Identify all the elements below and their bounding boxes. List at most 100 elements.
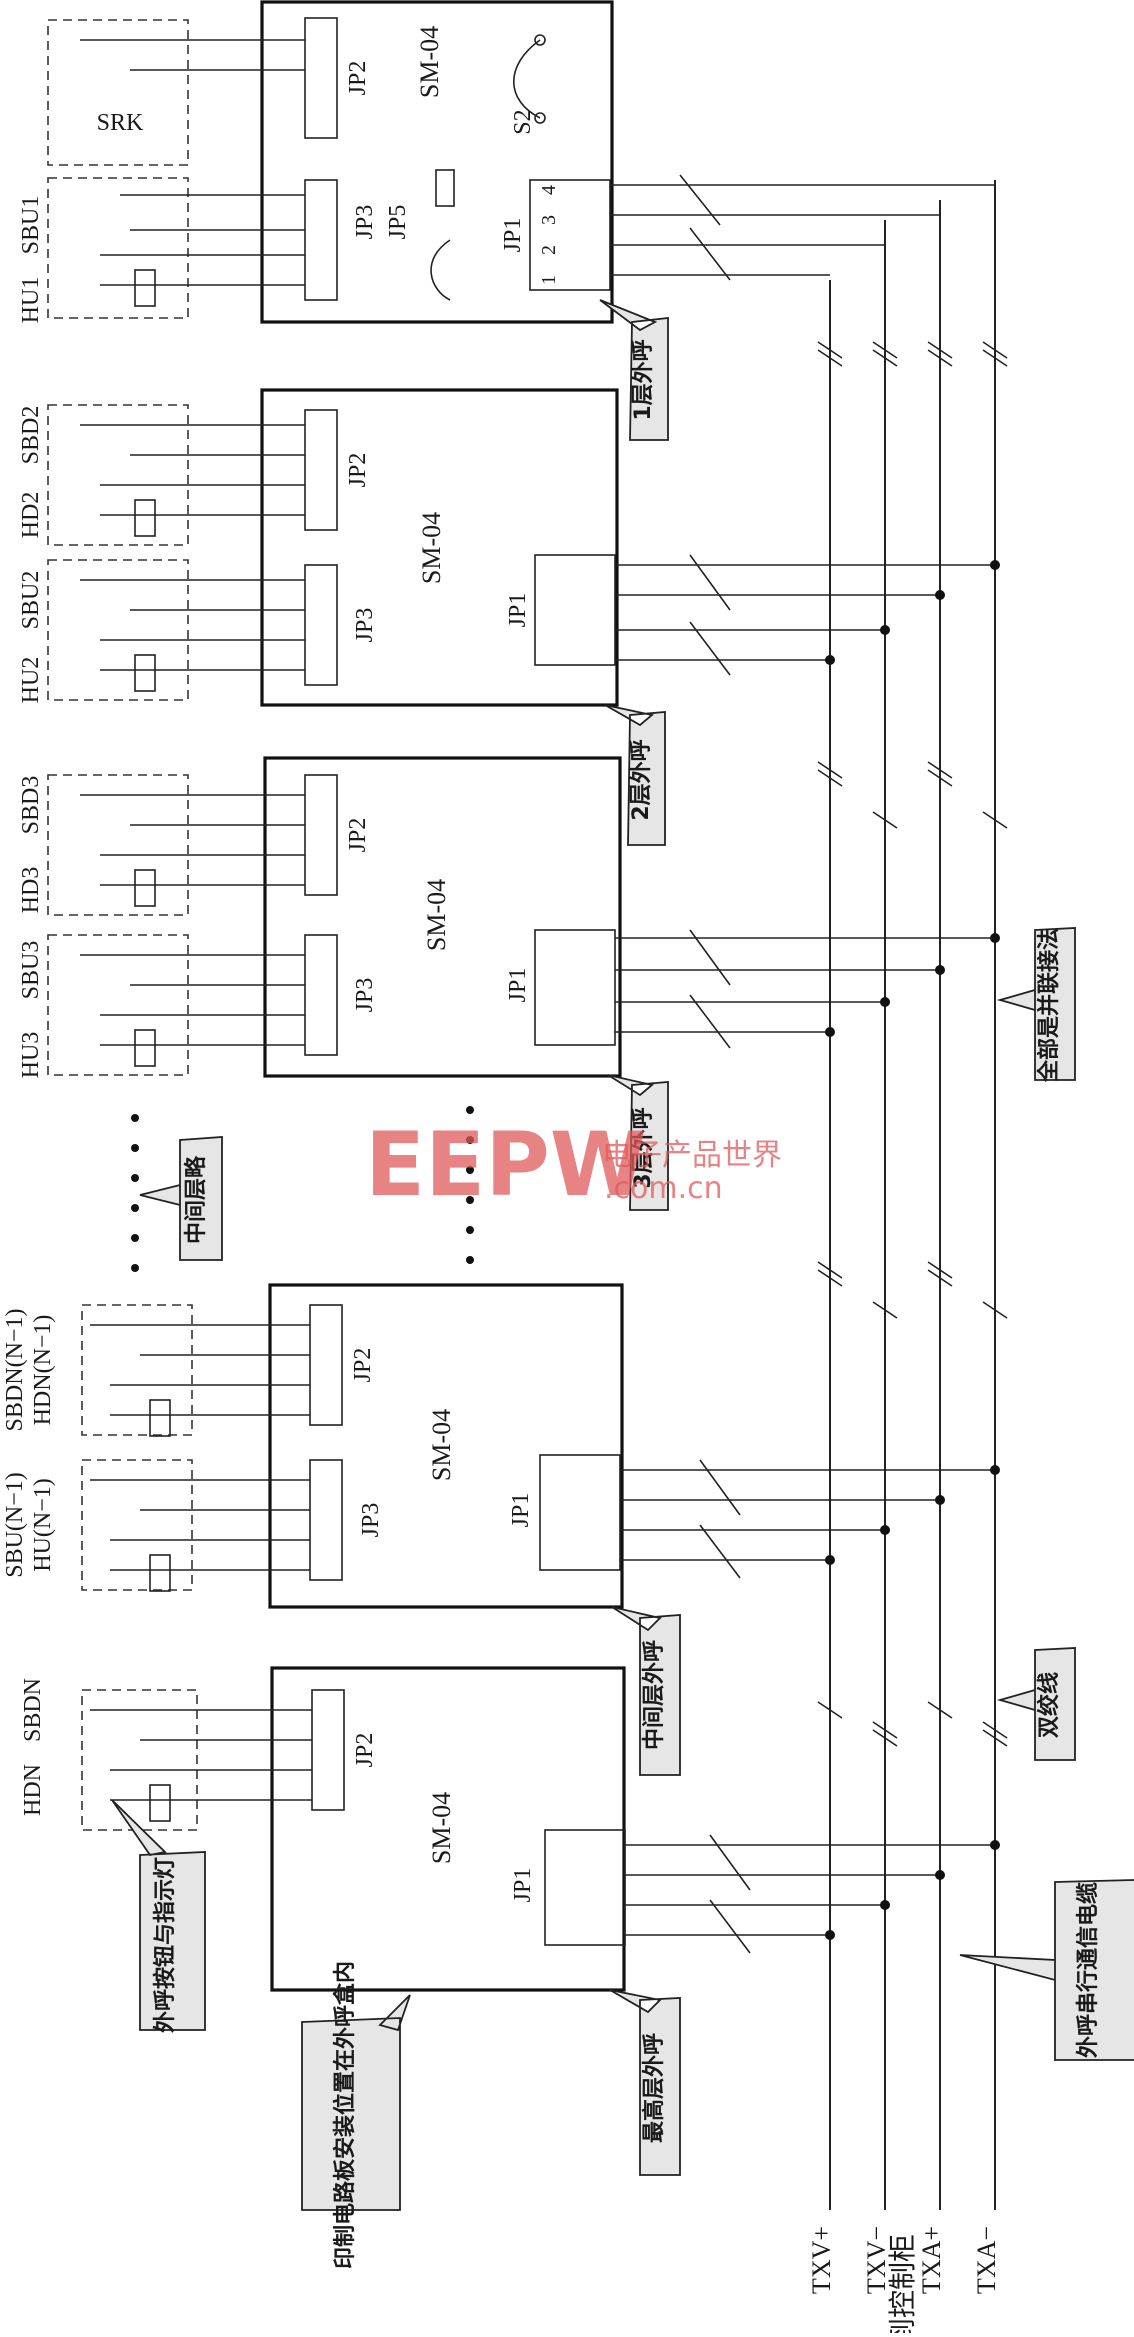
board-3-jp1-label: JP1 (505, 968, 531, 1003)
board-3-jp2-label: JP2 (345, 818, 371, 853)
board-3-lamp-b-label: HU3 (18, 1032, 44, 1079)
board-1-device-box (47, 177, 189, 319)
pcb-location-note: 印制电路板安装位置在外呼盒内 (301, 1961, 411, 2269)
board-5-button-label: SBDN (20, 1678, 46, 1742)
middle-floors-note: 中间层略 (183, 1155, 209, 1244)
board-5-lamp-label: HDN (20, 1764, 46, 1816)
board-floor-2: SM-04 JP2 JP3 JP1 HD2 SBD2 HU2 SBU2 (18, 388, 1000, 846)
ellipsis-dot (466, 1106, 474, 1114)
watermark-tagline: 电子产品世界 (602, 1138, 782, 1173)
callout-bubble (599, 299, 669, 441)
callout-bubble (996, 1647, 1076, 1761)
ellipsis-dot (466, 1226, 474, 1234)
board-4-jp1-to-bus (620, 1459, 995, 1579)
board-4-button-b-label: SBU(N−1) (2, 1472, 28, 1578)
board-1-jp1-to-bus (610, 174, 995, 281)
bus-lines: TXV+ TXV− TXA+ TXA− 到控制柜 (807, 180, 1008, 2337)
board-2-jp3-header (304, 564, 338, 686)
junction-dot (990, 560, 1000, 570)
board-2-callout: 2层外呼 (604, 704, 666, 846)
junction-dot (880, 1525, 890, 1535)
junction-dot (880, 1900, 890, 1910)
parallel-note: 全部是并联接法 (996, 927, 1076, 1083)
junction-dot (990, 1840, 1000, 1850)
board-2-call-label: 2层外呼 (628, 739, 654, 820)
serial-cable-label: 外呼串行通信电缆 (1075, 1882, 1101, 2058)
board-4-lamp-b-label: HU(N−1) (30, 1478, 56, 1572)
board-4-junctions (825, 1465, 1000, 1565)
board-5-jp2-label: JP2 (352, 1733, 378, 1768)
bus-label-txv-plus: TXV+ (807, 2226, 836, 2294)
junction-dot (880, 997, 890, 1007)
watermark-domain: .com.cn (604, 1171, 723, 1206)
board-3-device-wires (80, 794, 305, 1067)
button-lamp-note: 外呼按钮与指示灯 (111, 1799, 206, 2033)
board-1-lamp-label: HU1 (18, 277, 44, 324)
board-2-junctions (825, 560, 1000, 665)
board-3-jp3-header (304, 934, 338, 1056)
board-1-s2-switch (513, 39, 541, 119)
callout-bubble (604, 704, 666, 846)
board-2-down-device-box (47, 404, 189, 546)
board-1-jp1-header (529, 179, 611, 291)
board-1-jp2-header (304, 17, 338, 139)
board-2-jp1-to-bus (615, 554, 995, 676)
board-floor-3: SM-04 JP2 JP3 JP1 HD3 SBD3 HU3 SBU3 (18, 756, 1000, 1211)
callout-bubble (301, 1994, 411, 2211)
middle-floors-omitted: 中间层略 (131, 1106, 474, 1272)
board-1-jp5-resistor (435, 169, 455, 207)
board-1-model: SM-04 (415, 26, 444, 98)
callout-bubble (111, 1799, 206, 2031)
board-3-lamp-a-label: HD3 (18, 867, 44, 914)
board-1-s2-contact-b (534, 112, 546, 124)
board-floor-top: SM-04 JP2 JP1 HDN SBDN 最高层外呼 (20, 1666, 1000, 2176)
board-1-jp2-label: JP2 (345, 61, 371, 96)
ellipsis-dot (131, 1144, 139, 1152)
ellipsis-dot (131, 1174, 139, 1182)
junction-dot (935, 1495, 945, 1505)
board-5-callout: 最高层外呼 (609, 1989, 681, 2176)
bus-label-txa-minus: TXA− (972, 2226, 1001, 2294)
ellipsis-dot (131, 1264, 139, 1272)
ellipsis-dot (131, 1114, 139, 1122)
board-4-jp2-label: JP2 (350, 1348, 376, 1383)
board-2-outline (260, 388, 619, 707)
junction-dot (990, 933, 1000, 943)
board-1-pin-numbers: 1 2 3 4 (538, 185, 560, 285)
serial-cable-note: 外呼串行通信电缆 (959, 1879, 1134, 2061)
board-floor-1: SM-04 JP2 JP3 JP5 S2 JP1 SRK HU1 SBU1 (18, 0, 995, 441)
bus-label-txa-plus: TXA+ (917, 2226, 946, 2294)
junction-dot (935, 1870, 945, 1880)
board-4-lamp-a-label: HDN(N−1) (30, 1315, 56, 1426)
bus-label-txv-minus: TXV− (862, 2226, 891, 2294)
junction-dot (880, 625, 890, 635)
ellipsis-dot (466, 1136, 474, 1144)
board-5-call-label: 最高层外呼 (641, 2033, 667, 2143)
pin-number: 4 (538, 185, 560, 195)
board-floor-middle: SM-04 JP2 JP3 JP1 SBDN(N−1) HDN(N−1) SBU… (2, 1283, 1000, 1776)
to-control-cabinet-label: 到控制柜 (887, 2234, 919, 2333)
board-3-call-label: 3层外呼 (630, 1107, 656, 1188)
callout-bubble (139, 1136, 223, 1261)
board-3-down-device-box (47, 774, 189, 916)
board-5-jp2-header (311, 1689, 345, 1811)
board-3-callout: 3层外呼 (607, 1074, 669, 1211)
board-2-lamp-b-label: HU2 (18, 657, 44, 704)
twisted-pair-note: 双绞线 (996, 1647, 1076, 1761)
board-1-button-label: SBU1 (18, 196, 44, 255)
junction-dot (935, 965, 945, 975)
board-4-call-label: 中间层外呼 (641, 1640, 667, 1750)
callout-bubble (611, 1606, 681, 1776)
board-3-model: SM-04 (422, 879, 451, 951)
board-1-callout: 1层外呼 (599, 299, 669, 441)
ellipsis-dots-left (131, 1114, 139, 1272)
board-1-jp1-label: JP1 (500, 218, 526, 253)
board-5-junctions (825, 1840, 1000, 1940)
board-1-jp5-label: JP5 (385, 205, 411, 240)
parallel-connection-note: 全部是并联接法 (1036, 928, 1062, 1083)
pin-number: 2 (538, 245, 560, 255)
board-2-up-device-box (47, 559, 189, 701)
board-1-device-wires (80, 39, 305, 307)
